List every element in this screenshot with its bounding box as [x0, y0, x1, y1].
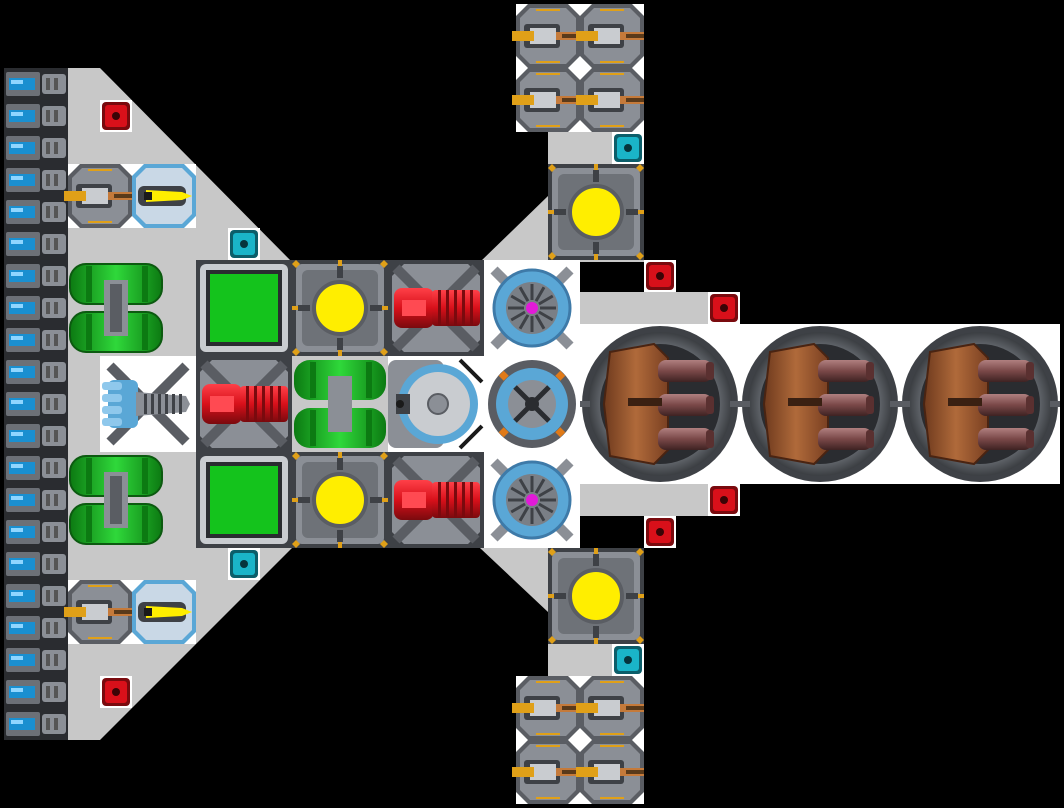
- cyan-sensor-icon[interactable]: [228, 228, 260, 260]
- battery-cell-icon[interactable]: [4, 260, 68, 292]
- red-sensor-icon[interactable]: [708, 292, 740, 324]
- cargo-container-icon[interactable]: [68, 452, 164, 548]
- power-core-icon[interactable]: [548, 164, 644, 260]
- gun-turret-icon[interactable]: [576, 4, 644, 68]
- weapon-rack-top: [64, 164, 196, 228]
- gun-turret-icon[interactable]: [576, 740, 644, 804]
- power-core-icon[interactable]: [292, 260, 388, 356]
- battery-cell-icon[interactable]: [4, 100, 68, 132]
- red-cannon-icon[interactable]: [388, 452, 484, 548]
- battery-cell-icon[interactable]: [4, 612, 68, 644]
- battery-cell-icon[interactable]: [4, 580, 68, 612]
- cyan-sensor-icon[interactable]: [612, 132, 644, 164]
- laser-turret-icon[interactable]: [132, 580, 196, 644]
- cargo-container-icon[interactable]: [68, 260, 164, 356]
- gun-pod-top: [512, 4, 644, 132]
- laser-turret-icon[interactable]: [132, 164, 196, 228]
- battery-column: [4, 68, 68, 740]
- battery-cell-icon[interactable]: [4, 228, 68, 260]
- battery-cell-icon[interactable]: [4, 196, 68, 228]
- battery-cell-icon[interactable]: [4, 452, 68, 484]
- gun-turret-icon[interactable]: [64, 164, 132, 228]
- gun-turret-icon[interactable]: [512, 4, 580, 68]
- battery-cell-icon[interactable]: [4, 676, 68, 708]
- battery-cell-icon[interactable]: [4, 324, 68, 356]
- red-cannon-icon[interactable]: [388, 260, 484, 356]
- gun-turret-icon[interactable]: [576, 676, 644, 740]
- engine-bay: [580, 324, 1060, 484]
- red-sensor-icon[interactable]: [100, 100, 132, 132]
- battery-cell-icon[interactable]: [4, 644, 68, 676]
- cargo-container-icon[interactable]: [196, 452, 292, 548]
- battery-cell-icon[interactable]: [4, 548, 68, 580]
- gun-turret-icon[interactable]: [512, 740, 580, 804]
- power-core-icon[interactable]: [292, 452, 388, 548]
- power-core-icon[interactable]: [548, 548, 644, 644]
- shield-generator-icon[interactable]: [484, 452, 580, 548]
- cargo-container-icon[interactable]: [292, 356, 388, 452]
- gun-turret-icon[interactable]: [64, 580, 132, 644]
- plasma-engine-icon[interactable]: [900, 326, 1060, 482]
- red-sensor-icon[interactable]: [644, 516, 676, 548]
- battery-cell-icon[interactable]: [4, 356, 68, 388]
- battery-cell-icon[interactable]: [4, 164, 68, 196]
- gun-turret-icon[interactable]: [576, 68, 644, 132]
- gyroscope-icon[interactable]: [484, 356, 580, 452]
- weapon-rack-bottom: [64, 580, 196, 644]
- gun-turret-icon[interactable]: [512, 68, 580, 132]
- sensor-group: [100, 100, 740, 708]
- battery-cell-icon[interactable]: [4, 420, 68, 452]
- gun-pod-bottom: [512, 676, 644, 804]
- red-sensor-icon[interactable]: [708, 484, 740, 516]
- battery-cell-icon[interactable]: [4, 132, 68, 164]
- plasma-engine-icon[interactable]: [740, 326, 900, 482]
- battery-cell-icon[interactable]: [4, 708, 68, 740]
- reactor-dome-icon[interactable]: [388, 356, 484, 452]
- battery-cell-icon[interactable]: [4, 388, 68, 420]
- cargo-container-icon[interactable]: [196, 260, 292, 356]
- red-cannon-icon[interactable]: [196, 356, 292, 452]
- plasma-engine-icon[interactable]: [580, 326, 740, 482]
- thruster-icon[interactable]: [100, 356, 196, 452]
- cyan-sensor-icon[interactable]: [228, 548, 260, 580]
- cyan-sensor-icon[interactable]: [612, 644, 644, 676]
- battery-cell-icon[interactable]: [4, 516, 68, 548]
- battery-cell-icon[interactable]: [4, 484, 68, 516]
- gun-turret-icon[interactable]: [512, 676, 580, 740]
- shield-generator-icon[interactable]: [484, 260, 580, 356]
- battery-cell-icon[interactable]: [4, 292, 68, 324]
- core-grid: [100, 164, 644, 644]
- red-sensor-icon[interactable]: [100, 676, 132, 708]
- tank-group: [68, 260, 388, 548]
- battery-cell-icon[interactable]: [4, 68, 68, 100]
- red-sensor-icon[interactable]: [644, 260, 676, 292]
